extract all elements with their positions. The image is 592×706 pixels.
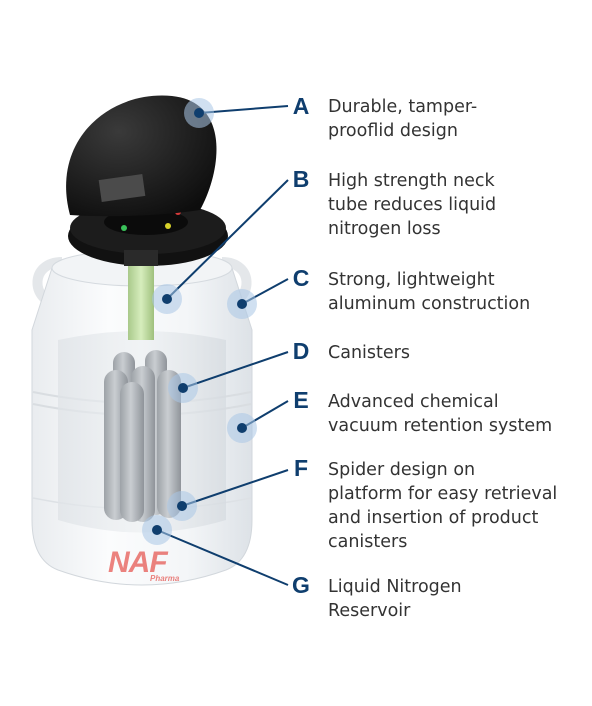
marker-dot-e-icon	[237, 423, 247, 433]
callout-text-b: High strength neck tube reduces liquid n…	[328, 171, 497, 239]
leader-lines	[156, 105, 289, 586]
callout-letter-a: A	[292, 93, 310, 119]
logo-sub-text: Pharma	[150, 574, 180, 583]
leader-line-d	[182, 351, 289, 389]
marker-dot-f-icon	[177, 501, 187, 511]
canisters	[104, 350, 181, 522]
callout-text-g: Liquid Nitrogen Reservoir	[328, 577, 462, 621]
leader-line-f	[181, 469, 289, 507]
marker-dot-a-icon	[194, 108, 204, 118]
marker-dot-c-icon	[237, 299, 247, 309]
marker-dot-b-icon	[162, 294, 172, 304]
callout-markers	[142, 98, 257, 545]
callout-letter-b: B	[292, 166, 310, 192]
dewar-lid	[66, 95, 228, 266]
marker-dot-g-icon	[152, 525, 162, 535]
callout-text-f: Spider design on platform for easy retri…	[328, 460, 558, 552]
callout-text-d: Canisters	[328, 343, 410, 363]
callout-text-e: Advanced chemical vacuum retention syste…	[328, 392, 553, 436]
leader-line-g	[156, 529, 289, 586]
callout-letter-d: D	[292, 338, 310, 364]
callout-letter-g: G	[292, 572, 310, 598]
logo-main-text: NAF	[108, 546, 168, 579]
marker-dot-d-icon	[178, 383, 188, 393]
callout-text-c: Strong, lightweight aluminum constructio…	[328, 270, 531, 314]
leader-line-b	[166, 179, 289, 300]
naf-pharma-logo: NAF Pharma	[108, 546, 198, 586]
callout-letter-e: E	[293, 387, 309, 413]
callout-text-a: Durable, tamper- prooflid design	[328, 97, 478, 141]
callout-letter-f: F	[293, 455, 309, 481]
neck-tube	[128, 262, 154, 340]
callout-letter-c: C	[292, 265, 310, 291]
